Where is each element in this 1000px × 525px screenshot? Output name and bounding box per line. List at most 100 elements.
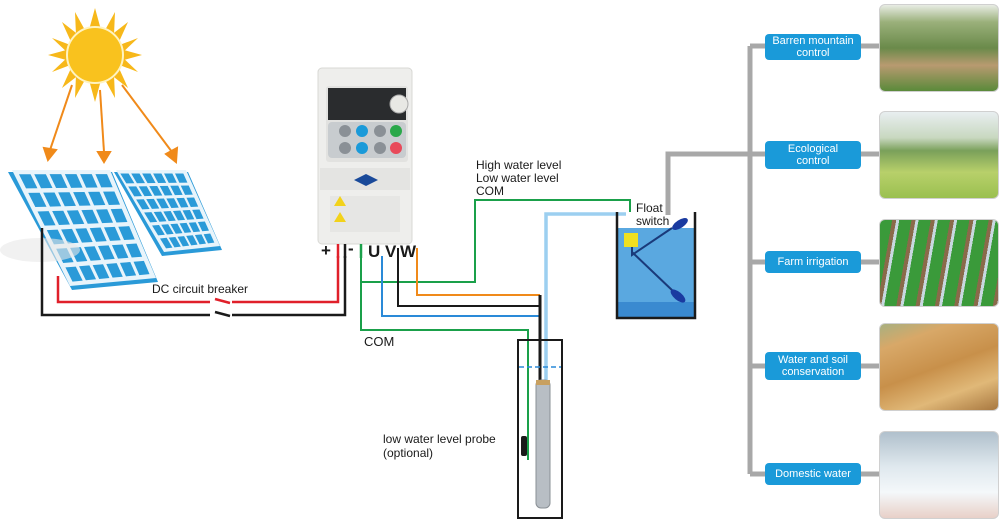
photo-mountain-terraces (879, 4, 999, 92)
solar-cell (98, 245, 115, 260)
dc-breaker-label: DC circuit breaker (152, 282, 249, 296)
solar-cell (177, 236, 190, 247)
app-water-soil-conservation: Water and soil conservation (765, 352, 861, 380)
solar-cell (88, 191, 106, 206)
solar-cell (52, 210, 70, 226)
motor-wiring (360, 199, 631, 460)
terminal-minus: - (348, 239, 354, 258)
dc-wiring (40, 228, 347, 318)
solar-cell (73, 191, 91, 206)
solar-cell (172, 210, 186, 221)
solar-cell (186, 235, 198, 246)
solar-cell (119, 262, 137, 277)
solar-cell (194, 234, 206, 245)
com-signal-label: COM (476, 184, 504, 198)
app-domestic-water: Domestic water (765, 463, 861, 485)
solar-cell (96, 209, 114, 224)
solar-cell (34, 174, 53, 189)
terminal-w: W (400, 242, 417, 261)
app-label-line: Barren mountain (772, 35, 854, 47)
application-branches (665, 43, 880, 477)
solar-cell (179, 222, 192, 233)
solar-cell (66, 210, 85, 225)
solar-cell (161, 224, 174, 235)
solar-cell (89, 227, 107, 242)
solar-cell (65, 266, 83, 282)
photo-sprinkler-field (879, 219, 999, 307)
solar-cell (37, 211, 56, 226)
solar-cell (186, 197, 199, 207)
solar-cell (153, 173, 167, 183)
solar-cell (79, 265, 97, 281)
solar-cell (118, 226, 135, 241)
solar-cell (104, 226, 121, 241)
water-pipe (544, 212, 626, 400)
solar-cell (138, 186, 153, 197)
app-barren-mountain-control: Barren mountain control (765, 34, 861, 60)
solar-cell (49, 174, 68, 189)
solar-cell (128, 186, 142, 197)
probe-optional-label: (optional) (383, 446, 434, 460)
solar-cell (28, 192, 47, 208)
terminal-plus: + (321, 241, 331, 260)
solar-cell (120, 173, 135, 184)
com-label: COM (364, 334, 395, 349)
solar-cell (110, 208, 128, 223)
photo-eroded-soil (879, 323, 999, 411)
solar-cell (175, 173, 188, 183)
solar-cell (149, 186, 163, 196)
solar-cell (81, 209, 99, 224)
inverter (317, 67, 413, 245)
solar-cell (170, 185, 183, 196)
solar-cell (64, 174, 83, 188)
solar-cell (106, 263, 123, 278)
solar-cell (160, 237, 173, 249)
solar-cell (156, 198, 170, 209)
solar-cell (152, 224, 165, 236)
app-label-line: control (796, 47, 830, 59)
well (517, 339, 563, 519)
solar-cell (146, 198, 160, 209)
solar-cell (84, 246, 102, 261)
solar-cell (103, 191, 121, 205)
solar-cell (61, 228, 79, 244)
app-label-line: Farm irrigation (777, 256, 849, 268)
panel-shadow (0, 238, 80, 262)
solar-cell (182, 210, 195, 220)
solar-cell (125, 243, 143, 258)
solar-cell (92, 264, 110, 279)
solar-cell (197, 221, 209, 232)
app-label-line: conservation (781, 366, 845, 378)
solar-cell (203, 233, 215, 244)
solar-cell (159, 185, 173, 196)
water-tank (615, 212, 697, 320)
solar-cell (75, 228, 93, 243)
app-label-line: Ecological (787, 143, 839, 155)
solar-cell (131, 173, 145, 184)
solar-cell (153, 211, 167, 222)
high-water-level-label: High water level (476, 158, 562, 172)
terminal-u: U (368, 242, 381, 261)
solar-cell (170, 223, 183, 234)
app-ecological-control: Ecological control (765, 141, 861, 169)
app-label-line: control (796, 155, 830, 167)
solar-cell (58, 192, 76, 207)
solar-cell (168, 236, 181, 248)
solar-cell (166, 198, 179, 208)
sun-rays (42, 84, 179, 164)
solar-cell (80, 174, 98, 188)
sun-icon (48, 8, 142, 102)
solar-cell (136, 199, 150, 210)
terminal-v: V (385, 242, 397, 261)
photo-water-tap (879, 431, 999, 519)
low-water-level-label: Low water level (476, 171, 559, 185)
solar-cell (176, 197, 189, 208)
solar-cell (164, 173, 177, 183)
probe (521, 436, 527, 456)
solar-cell (163, 211, 176, 222)
solar-cell (144, 212, 158, 223)
app-farm-irrigation: Farm irrigation (765, 251, 861, 273)
solar-cell (188, 222, 201, 233)
app-label-line: Water and soil (778, 354, 848, 366)
